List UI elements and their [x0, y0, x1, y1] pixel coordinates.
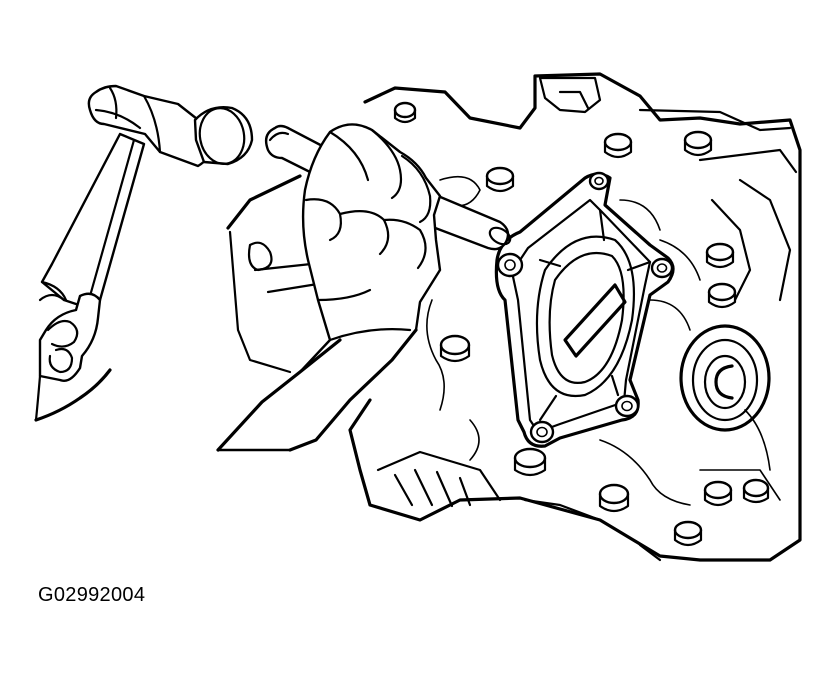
bolt [485, 166, 515, 193]
bolt [705, 242, 735, 269]
bolt [742, 478, 770, 504]
oil-seal [679, 324, 771, 432]
hammer-hand [34, 280, 112, 422]
bolt [513, 447, 547, 477]
flange-hole [588, 171, 610, 191]
extension-cover [494, 171, 675, 448]
bolt [439, 334, 471, 363]
housing-bolts [393, 101, 770, 547]
figure-code: G02992004 [38, 584, 146, 606]
bolt [673, 520, 703, 547]
bolt [598, 483, 630, 513]
bolt [393, 101, 417, 124]
bolt [707, 282, 737, 309]
bolt [603, 132, 633, 159]
flange-hole [650, 257, 674, 279]
bolt [683, 130, 713, 157]
flange-hole [614, 394, 640, 418]
holding-hand [216, 123, 442, 452]
flange-hole [529, 420, 555, 444]
hammer [40, 84, 254, 308]
transmission-housing [226, 72, 802, 562]
flange-hole [496, 252, 524, 278]
bolt [703, 480, 733, 507]
